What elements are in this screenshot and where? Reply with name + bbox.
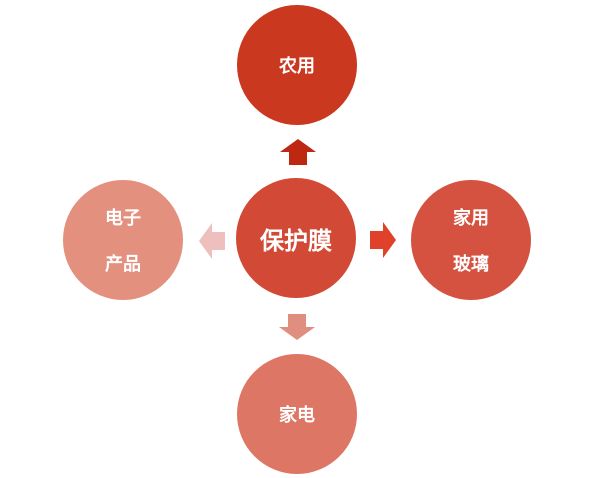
arrow-down-shape [279,314,315,340]
node-electronics-label-line2: 产品 [105,254,141,275]
node-household-glass-label-line1: 家用 [453,208,489,229]
center-node-label: 保护膜 [260,226,332,255]
arrow-right-shape [370,222,396,258]
center-node: 保护膜 [236,178,356,298]
node-home-appliances-label: 家电 [279,405,315,426]
node-electronics-label-line1: 电子 [105,208,141,229]
node-household-glass: 家用 玻璃 [411,180,531,300]
arrow-up-icon [280,139,316,165]
node-agriculture-label: 农用 [279,56,315,77]
node-home-appliances: 家电 [237,354,357,474]
node-electronics: 电子 产品 [63,180,183,300]
arrow-down-icon [279,314,315,340]
arrow-left-icon [199,223,225,259]
arrow-right-icon [370,222,396,258]
node-household-glass-label-line2: 玻璃 [453,254,489,275]
node-agriculture: 农用 [237,5,357,125]
arrow-left-shape [199,223,225,259]
arrow-up-shape [280,139,316,165]
